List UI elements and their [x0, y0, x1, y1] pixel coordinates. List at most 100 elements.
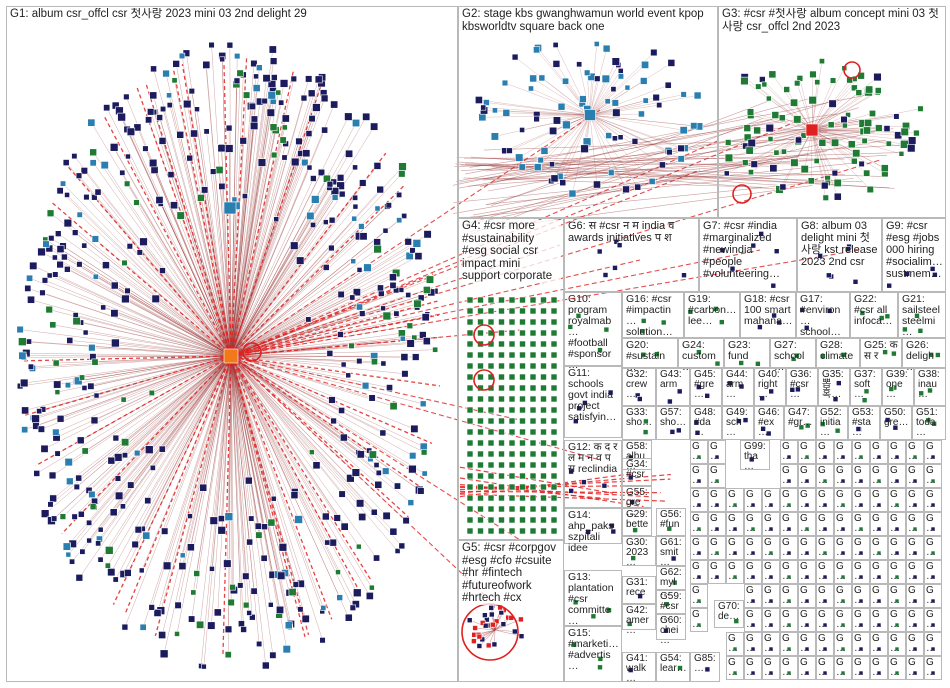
group-box-g56[interactable]: G56: #fun…	[656, 508, 686, 536]
group-box-small[interactable]: G…	[762, 488, 780, 512]
group-box-small[interactable]: G…	[690, 608, 708, 632]
group-box-small[interactable]: G…	[870, 656, 888, 680]
group-box-g44[interactable]: G44: arm…	[722, 368, 754, 406]
group-box-small[interactable]: G…	[870, 512, 888, 536]
group-box-small[interactable]: G…	[798, 560, 816, 584]
group-box-small[interactable]: G…	[744, 608, 762, 632]
group-box-small[interactable]: G…	[816, 512, 834, 536]
group-box-small[interactable]: G…	[816, 464, 834, 488]
group-box-g70[interactable]: G70: de…	[714, 600, 744, 628]
group-box-small[interactable]: G…	[924, 536, 942, 560]
group-box-small[interactable]: G…	[906, 464, 924, 488]
group-box-g24[interactable]: G24: custom…	[678, 338, 724, 368]
group-box-g29[interactable]: G29: bette…	[622, 508, 652, 536]
group-box-small[interactable]: G…	[798, 440, 816, 464]
group-box-small[interactable]: G…	[780, 512, 798, 536]
group-box-small[interactable]: G…	[906, 488, 924, 512]
group-box-small[interactable]: G…	[726, 560, 744, 584]
group-box-g39[interactable]: G39: one…	[882, 368, 914, 406]
group-box-small[interactable]: G…	[798, 464, 816, 488]
group-box-g16[interactable]: G16: #csr #impactin… solution…	[622, 292, 684, 338]
group-box-small[interactable]: G…	[834, 656, 852, 680]
group-box-g4[interactable]: G4: #csr more #sustainability #esg socia…	[458, 218, 564, 540]
group-box-small[interactable]: G…	[906, 440, 924, 464]
group-box-small[interactable]: G…	[816, 584, 834, 608]
group-box-small[interactable]: G…	[744, 584, 762, 608]
group-box-small[interactable]: G…	[744, 632, 762, 656]
group-box-g38[interactable]: G38: inau…	[914, 368, 946, 406]
group-box-small[interactable]: G…	[906, 512, 924, 536]
group-box-small[interactable]: G…	[888, 608, 906, 632]
group-box-g31[interactable]: G31: rece…	[622, 576, 656, 604]
group-box-small[interactable]: G…	[816, 608, 834, 632]
group-box-g17[interactable]: G17: #environ… school…	[796, 292, 850, 338]
group-box-g30[interactable]: G30: 2023…	[622, 536, 656, 566]
group-box-small[interactable]: G…	[888, 632, 906, 656]
group-box-small[interactable]: G…	[708, 440, 726, 464]
group-box-small[interactable]: G…	[834, 512, 852, 536]
group-box-g12[interactable]: G12: क द र ल म न व प स reclindia	[564, 440, 622, 508]
group-box-small[interactable]: G…	[816, 560, 834, 584]
group-box-small[interactable]: G…	[888, 440, 906, 464]
group-box-small[interactable]: G…	[924, 584, 942, 608]
group-box-g49[interactable]: G49: sch…	[722, 406, 754, 440]
group-box-small[interactable]: G…	[726, 536, 744, 560]
group-box-g34[interactable]: G34: #csr…	[622, 458, 652, 486]
group-box-g3[interactable]: G3: #csr #첫사랑 album concept mini 03 첫사랑 …	[718, 6, 946, 218]
group-box-small[interactable]: G…	[816, 536, 834, 560]
group-box-g28[interactable]: G28: climate	[816, 338, 860, 368]
group-box-small[interactable]: G…	[888, 656, 906, 680]
group-box-g43[interactable]: G43: arm	[656, 368, 690, 406]
group-box-g11[interactable]: G11: schools govt india project satisfyi…	[564, 366, 622, 438]
group-box-small[interactable]: G…	[906, 656, 924, 680]
group-box-g57[interactable]: G57: sho…	[656, 406, 690, 440]
group-box-small[interactable]: G…	[798, 584, 816, 608]
group-box-g48[interactable]: G48: #da…	[690, 406, 722, 440]
group-box-small[interactable]: G…	[798, 512, 816, 536]
group-box-small[interactable]: G…	[852, 584, 870, 608]
group-box-small[interactable]: G…	[852, 464, 870, 488]
group-box-g45[interactable]: G45: #gre…	[690, 368, 722, 406]
group-box-small[interactable]: G…	[744, 656, 762, 680]
group-box-g6[interactable]: G6: स #csr न म india व awards initiative…	[564, 218, 699, 292]
group-box-g85[interactable]: G85:…	[690, 652, 720, 682]
group-box-small[interactable]: G…	[798, 536, 816, 560]
group-box-g99[interactable]: G99: tha…	[740, 440, 770, 470]
group-box-g5[interactable]: G5: #csr #corpgov #esg #cfo #csuite #hr …	[458, 540, 564, 682]
group-box-small[interactable]: G…	[852, 656, 870, 680]
group-box-g7[interactable]: G7: #csr #india #marginalized #newindia …	[699, 218, 797, 292]
group-box-small[interactable]: G…	[762, 608, 780, 632]
group-box-small[interactable]: G…	[924, 656, 942, 680]
group-box-small[interactable]: G…	[924, 560, 942, 584]
group-box-small[interactable]: G…	[834, 632, 852, 656]
group-box-g52[interactable]: G52: initia…	[816, 406, 848, 440]
group-box-g53[interactable]: G53: #sta…	[848, 406, 880, 440]
group-box-small[interactable]: G…	[870, 488, 888, 512]
group-box-small[interactable]: G…	[888, 560, 906, 584]
group-box-small[interactable]: G…	[798, 656, 816, 680]
group-box-small[interactable]: G…	[690, 536, 708, 560]
group-box-g1[interactable]: G1: album csr_offcl csr 첫사랑 2023 mini 03…	[6, 6, 458, 682]
group-box-small[interactable]: G…	[690, 512, 708, 536]
group-box-g22[interactable]: G22: #csr all infoca…	[850, 292, 898, 338]
group-box-g20[interactable]: G20: #sustain…	[622, 338, 678, 368]
group-box-small[interactable]: G…	[834, 464, 852, 488]
group-box-small[interactable]: G…	[906, 560, 924, 584]
group-box-small[interactable]: G…	[852, 536, 870, 560]
group-box-small[interactable]: G…	[780, 464, 798, 488]
group-box-small[interactable]: G…	[816, 656, 834, 680]
group-box-small[interactable]: G…	[726, 632, 744, 656]
group-box-small[interactable]: G…	[834, 584, 852, 608]
group-box-small[interactable]: G…	[744, 536, 762, 560]
group-box-small[interactable]: G…	[888, 512, 906, 536]
group-box-small[interactable]: G…	[888, 464, 906, 488]
group-box-small[interactable]: G…	[924, 512, 942, 536]
group-box-small[interactable]: G…	[726, 512, 744, 536]
group-box-small[interactable]: G…	[888, 584, 906, 608]
group-box-small[interactable]: G…	[798, 632, 816, 656]
group-box-g19[interactable]: G19: #carbon… lee…	[684, 292, 740, 338]
group-box-g55[interactable]: G55: gre…	[622, 486, 652, 508]
group-box-small[interactable]: G…	[816, 440, 834, 464]
group-box-g61[interactable]: G61: smit…	[656, 536, 686, 566]
group-box-g21[interactable]: G21: sailsteel steelmi…	[898, 292, 946, 338]
